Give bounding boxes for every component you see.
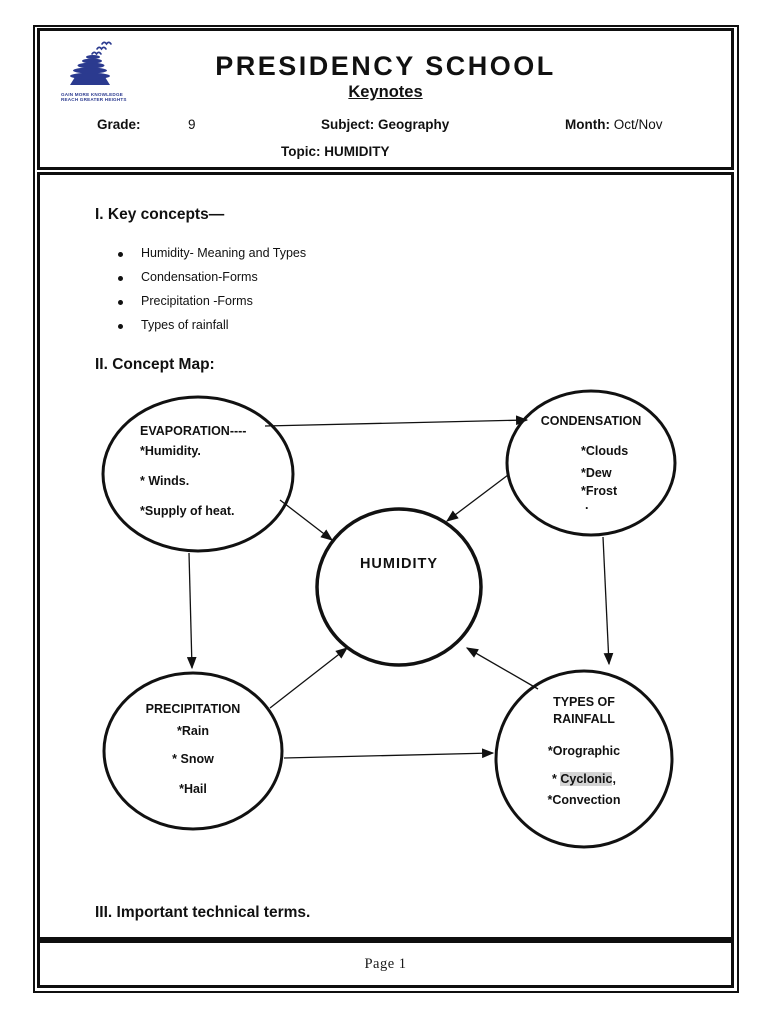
precipitation-item: *Hail xyxy=(179,782,207,796)
month-value: Oct/Nov xyxy=(613,117,663,132)
humidity-title: HUMIDITY xyxy=(359,556,439,572)
evaporation-item: *Supply of heat. xyxy=(140,504,235,518)
doc-subtitle: Keynotes xyxy=(348,83,423,101)
subject-value: Geography xyxy=(378,117,450,132)
grade-label: Grade: xyxy=(97,117,141,132)
concept-map-diagram xyxy=(101,389,677,849)
grade-value: 9 xyxy=(188,117,196,132)
condensation-title: CONDENSATION xyxy=(540,414,642,428)
rainfall-item: *Orographic xyxy=(547,744,621,758)
precipitation-title: PRECIPITATION xyxy=(145,702,241,716)
month-label: Month: xyxy=(565,117,610,132)
logo-slogan-line-1: GAIN MORE KNOWLEDGE xyxy=(61,92,123,97)
month-field: Month: Oct/Nov xyxy=(565,117,663,132)
bullet-dot xyxy=(118,300,123,305)
key-concepts-heading: I. Key concepts— xyxy=(95,206,225,223)
arrow-condensation-to-humidity xyxy=(446,474,509,522)
condensation-item: *Clouds xyxy=(581,444,629,458)
humidity-ellipse xyxy=(315,507,483,667)
key-concept-item: Condensation-Forms xyxy=(141,270,258,284)
arrow-precipitation-to-rainfall xyxy=(283,748,495,759)
bullet-dot xyxy=(118,324,123,329)
rainfall-item: *Convection xyxy=(547,793,621,807)
subject-label: Subject: xyxy=(321,117,375,132)
header-box: GAIN MORE KNOWLEDGE REACH GREATER HEIGHT… xyxy=(37,28,734,170)
arrow-precipitation-to-humidity xyxy=(269,647,348,709)
condensation-item: *Frost xyxy=(581,484,618,498)
key-concept-item: Humidity- Meaning and Types xyxy=(141,246,307,260)
bullet-dot xyxy=(118,276,123,281)
topic-field: Topic: HUMIDITY xyxy=(281,144,390,159)
key-concept-item: Precipitation -Forms xyxy=(141,294,253,308)
evaporation-ellipse xyxy=(101,395,295,553)
page-number: Page 1 xyxy=(364,955,407,972)
precipitation-item: *Rain xyxy=(177,724,209,738)
precipitation-item: * Snow xyxy=(172,752,214,766)
topic-label: Topic: xyxy=(281,144,321,159)
condensation-item: . xyxy=(585,498,589,512)
rainfall-title-line2: RAINFALL xyxy=(553,712,615,726)
cyclonic-highlighted-text: Cyclonic xyxy=(560,772,613,786)
arrow-condensation-to-rainfall xyxy=(602,536,614,666)
arrow-evaporation-to-precipitation xyxy=(186,552,197,670)
logo-slogan-line-2: REACH GREATER HEIGHTS xyxy=(61,97,127,103)
cyclonic-suffix: , xyxy=(612,772,616,786)
key-concept-item: Types of rainfall xyxy=(141,318,229,332)
bullet-dot xyxy=(118,252,123,257)
subject-field: Subject: Geography xyxy=(321,117,449,132)
logo-emblem-icon xyxy=(70,41,112,85)
arrow-rainfall-to-humidity xyxy=(465,647,539,690)
rainfall-item-cyclonic: * Cyclonic, xyxy=(499,772,669,786)
page-border xyxy=(33,25,739,993)
concept-map-heading: II. Concept Map: xyxy=(95,356,215,373)
main-content-box: I. Key concepts— Humidity- Meaning and T… xyxy=(37,172,734,940)
cyclonic-prefix: * xyxy=(552,772,561,786)
footer-box: Page 1 xyxy=(37,940,734,988)
evaporation-item: * Winds. xyxy=(140,474,190,488)
condensation-item: *Dew xyxy=(581,466,612,480)
school-logo: GAIN MORE KNOWLEDGE REACH GREATER HEIGHT… xyxy=(61,39,127,103)
evaporation-item: *Humidity. xyxy=(140,444,201,458)
rainfall-title-line1: TYPES OF xyxy=(553,695,615,709)
evaporation-title: EVAPORATION---- xyxy=(140,424,247,438)
arrow-evaporation-to-condensation xyxy=(264,415,529,427)
technical-terms-heading: III. Important technical terms. xyxy=(95,904,311,921)
condensation-ellipse xyxy=(505,389,677,537)
school-name: PRESIDENCY SCHOOL xyxy=(215,51,556,81)
precipitation-ellipse xyxy=(102,671,284,831)
topic-value: HUMIDITY xyxy=(324,144,390,159)
arrow-evaporation-to-humidity xyxy=(279,499,333,541)
types-of-rainfall-ellipse xyxy=(494,669,674,849)
